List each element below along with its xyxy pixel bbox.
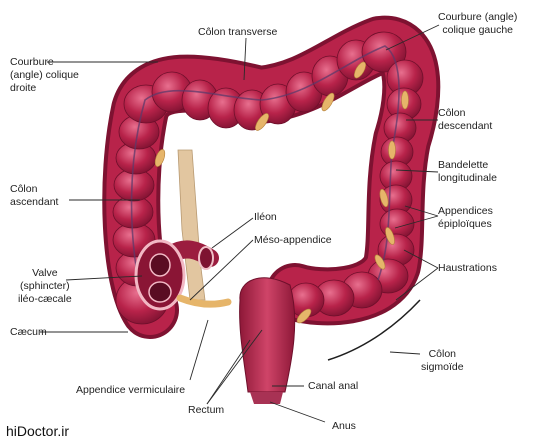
rectum <box>239 277 296 404</box>
label-anus: Anus <box>332 420 356 432</box>
label-sigmoid-colon: Côlon sigmoïde <box>421 348 464 373</box>
label-right-colic-flexure: Courbure (angle) colique droite <box>10 56 79 94</box>
label-left-colic-flexure: Courbure (angle) colique gauche <box>438 11 518 36</box>
label-appendix: Appendice vermiculaire <box>76 384 186 396</box>
label-descending-colon: Côlon descendant <box>438 107 493 132</box>
label-caecum: Cæcum <box>10 326 47 338</box>
label-ileocecal-valve: Valve (sphincter) iléo-cæcale <box>18 267 72 305</box>
label-ascending-colon: Côlon ascendant <box>10 183 59 208</box>
label-colon-transverse: Côlon transverse <box>198 26 278 38</box>
appendix <box>176 294 232 308</box>
taenia-band <box>130 45 400 291</box>
label-taenia-coli: Bandelette longitudinale <box>438 159 497 184</box>
label-rectum: Rectum <box>188 404 225 416</box>
label-anal-canal: Canal anal <box>308 380 359 392</box>
label-haustra: Haustrations <box>438 262 497 274</box>
label-epiploic-appendages: Appendices épiploïques <box>438 205 493 230</box>
ileum-opening <box>198 246 214 270</box>
label-mesoappendix: Méso-appendice <box>254 234 332 246</box>
sigmoid-outline <box>327 299 421 361</box>
ileocecal-valve <box>134 239 186 311</box>
meso-appendix <box>177 149 206 301</box>
epiploic-appendages <box>154 61 409 324</box>
watermark: hiDoctor.ir <box>6 423 70 439</box>
leader-lines <box>40 24 440 423</box>
label-ileum: Iléon <box>254 211 277 223</box>
